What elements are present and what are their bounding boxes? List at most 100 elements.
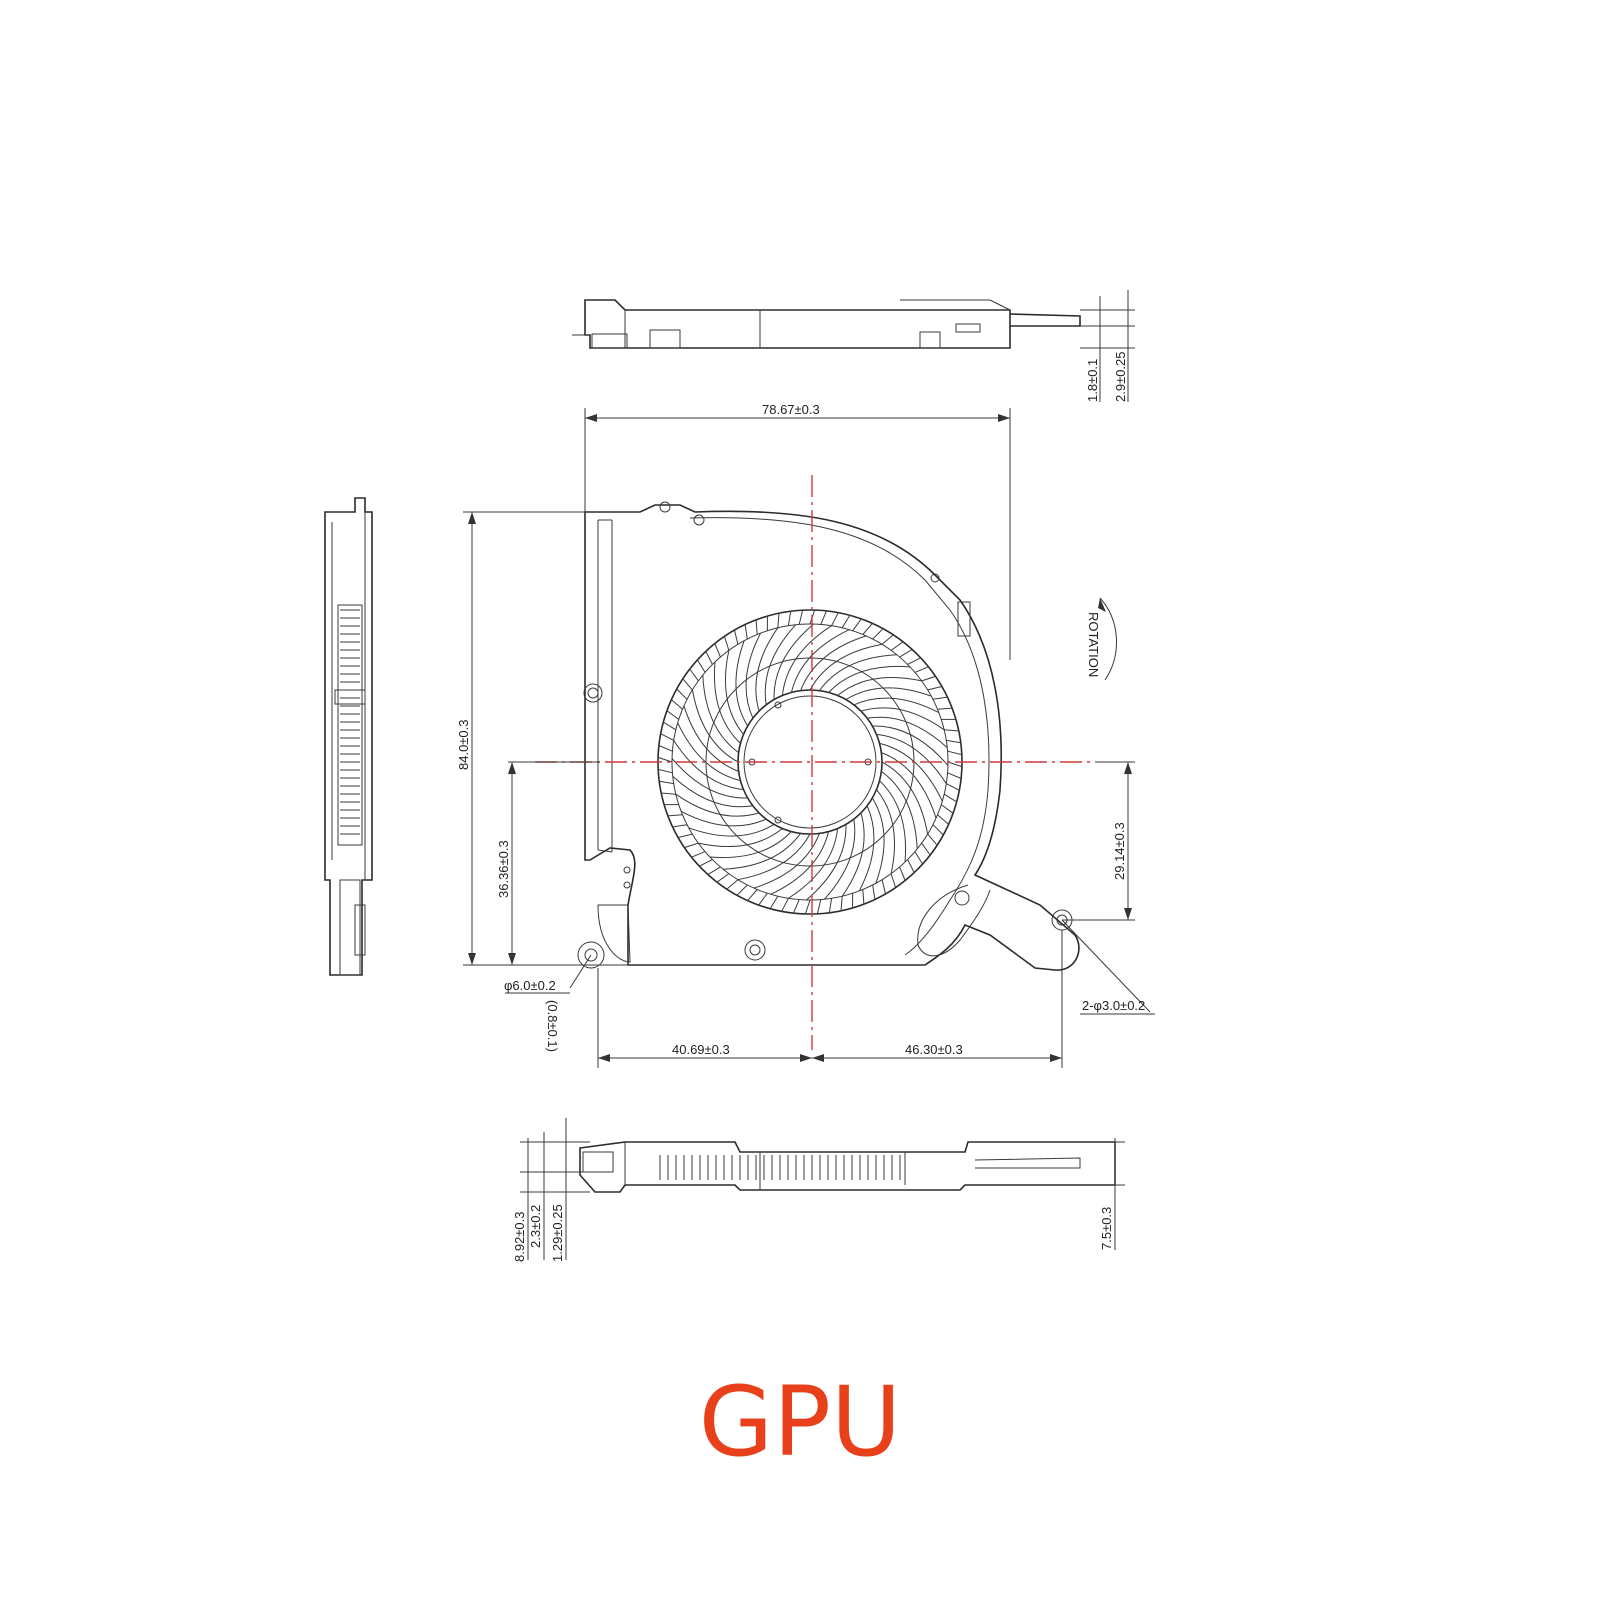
impeller-blade: [673, 740, 744, 791]
hole-left-leader: [569, 954, 592, 989]
width-dimension-lines: [584, 408, 1011, 660]
impeller-tooth: [907, 657, 921, 665]
impeller-blade: [755, 627, 779, 712]
impeller-tooth: [787, 611, 792, 626]
impeller-tooth: [872, 628, 884, 640]
impeller-tooth: [798, 610, 804, 625]
impeller-tooth: [663, 721, 677, 731]
top-dimension-lines: [1080, 290, 1135, 402]
impeller-tooth: [734, 629, 739, 645]
impeller-tooth: [660, 733, 674, 741]
impeller-tooth: [862, 889, 865, 905]
impeller-tooth: [716, 873, 730, 883]
dim-width: 78.67±0.3: [762, 402, 820, 417]
impeller-blade: [745, 632, 762, 719]
impeller-blade: [800, 635, 867, 691]
impeller-tooth: [684, 842, 699, 849]
impeller-tooth: [707, 866, 721, 876]
bottom-view-fins: [659, 1155, 901, 1180]
impeller-blades: [671, 623, 949, 901]
impeller-blade: [881, 752, 937, 819]
dim-left-offset: 36.36±0.3: [496, 840, 511, 898]
rotation-arrowhead: [1098, 598, 1106, 612]
impeller-tooth: [841, 615, 851, 629]
impeller-tooth: [672, 824, 688, 828]
impeller-tooth: [831, 612, 839, 626]
impeller-blade: [753, 833, 820, 889]
impeller-tooth: [914, 851, 924, 865]
impeller-blade: [675, 793, 760, 817]
impeller-blade: [770, 831, 830, 895]
impeller-tooth: [947, 761, 963, 768]
impeller-tooth: [947, 772, 962, 779]
impeller-blade: [806, 824, 847, 901]
impeller-blade: [702, 675, 739, 754]
impeller-blade: [724, 650, 744, 735]
impeller-tooth: [671, 699, 683, 710]
impeller-blade: [881, 761, 929, 835]
impeller-blade: [691, 689, 739, 763]
impeller-tooth: [927, 833, 938, 846]
impeller-blade: [818, 654, 897, 691]
impeller-tooth: [944, 729, 959, 732]
dim-side-a: 8.92±0.3: [512, 1211, 527, 1262]
left-side-view: [324, 497, 373, 976]
impeller-blade: [781, 625, 832, 696]
impeller-tooth: [947, 750, 962, 756]
impeller-outer-teeth: [657, 609, 963, 915]
impeller-tooth: [781, 898, 789, 912]
impeller-tooth: [677, 833, 693, 838]
impeller-blade: [709, 831, 792, 859]
right-offset-dimension-lines: [1062, 761, 1135, 921]
impeller-tooth: [747, 889, 758, 901]
impeller-blade: [876, 789, 896, 874]
impeller-tooth: [937, 707, 953, 710]
impeller-tooth: [872, 884, 876, 900]
impeller-blade: [773, 623, 814, 700]
impeller-tooth: [661, 792, 676, 795]
impeller-blade: [872, 725, 949, 766]
impeller-blade: [858, 805, 875, 892]
impeller-tooth: [932, 696, 948, 700]
impeller-tooth: [696, 659, 706, 673]
impeller-tooth: [777, 613, 780, 628]
left-view-fins: [340, 609, 360, 835]
dim-side-c: 1.29±0.25: [550, 1204, 565, 1262]
impeller-blade: [683, 705, 739, 772]
impeller-tooth: [769, 895, 779, 909]
impeller-blade: [809, 643, 883, 691]
impeller-tooth: [658, 745, 673, 752]
impeller-blade: [688, 823, 775, 837]
impeller-tooth: [890, 873, 897, 888]
dim-bottom-right: 46.30±0.3: [905, 1042, 963, 1057]
dim-height: 84.0±0.3: [456, 719, 471, 770]
impeller-tooth: [744, 624, 748, 640]
impeller-tooth: [723, 636, 730, 651]
impeller-tooth: [890, 641, 904, 651]
height-dimension-lines: [463, 511, 628, 966]
impeller-tooth: [862, 623, 873, 635]
impeller-tooth: [659, 780, 674, 785]
impeller-tooth: [840, 896, 843, 911]
impeller-blade: [860, 707, 945, 731]
impeller-tooth: [804, 899, 811, 915]
bottom-side-view: [579, 1141, 1116, 1193]
impeller-blade: [788, 828, 839, 899]
impeller-tooth: [881, 634, 894, 645]
impeller-blade: [680, 810, 767, 827]
impeller-blade: [790, 629, 850, 693]
impeller-blade: [723, 833, 802, 870]
impeller-tooth: [726, 879, 739, 890]
impeller-tooth: [852, 618, 862, 632]
dim-right-offset: 29.14±0.3: [1112, 822, 1127, 880]
impeller-blade: [828, 665, 911, 693]
impeller-tooth: [921, 842, 931, 856]
impeller-blade: [735, 640, 749, 727]
front-view: [577, 501, 1080, 971]
impeller-blade: [845, 687, 932, 701]
impeller-blade: [853, 697, 940, 714]
impeller-tooth: [921, 675, 936, 682]
dim-bottom-left: 40.69±0.3: [672, 1042, 730, 1057]
impeller-tooth: [881, 879, 886, 895]
impeller-tooth: [946, 739, 961, 744]
